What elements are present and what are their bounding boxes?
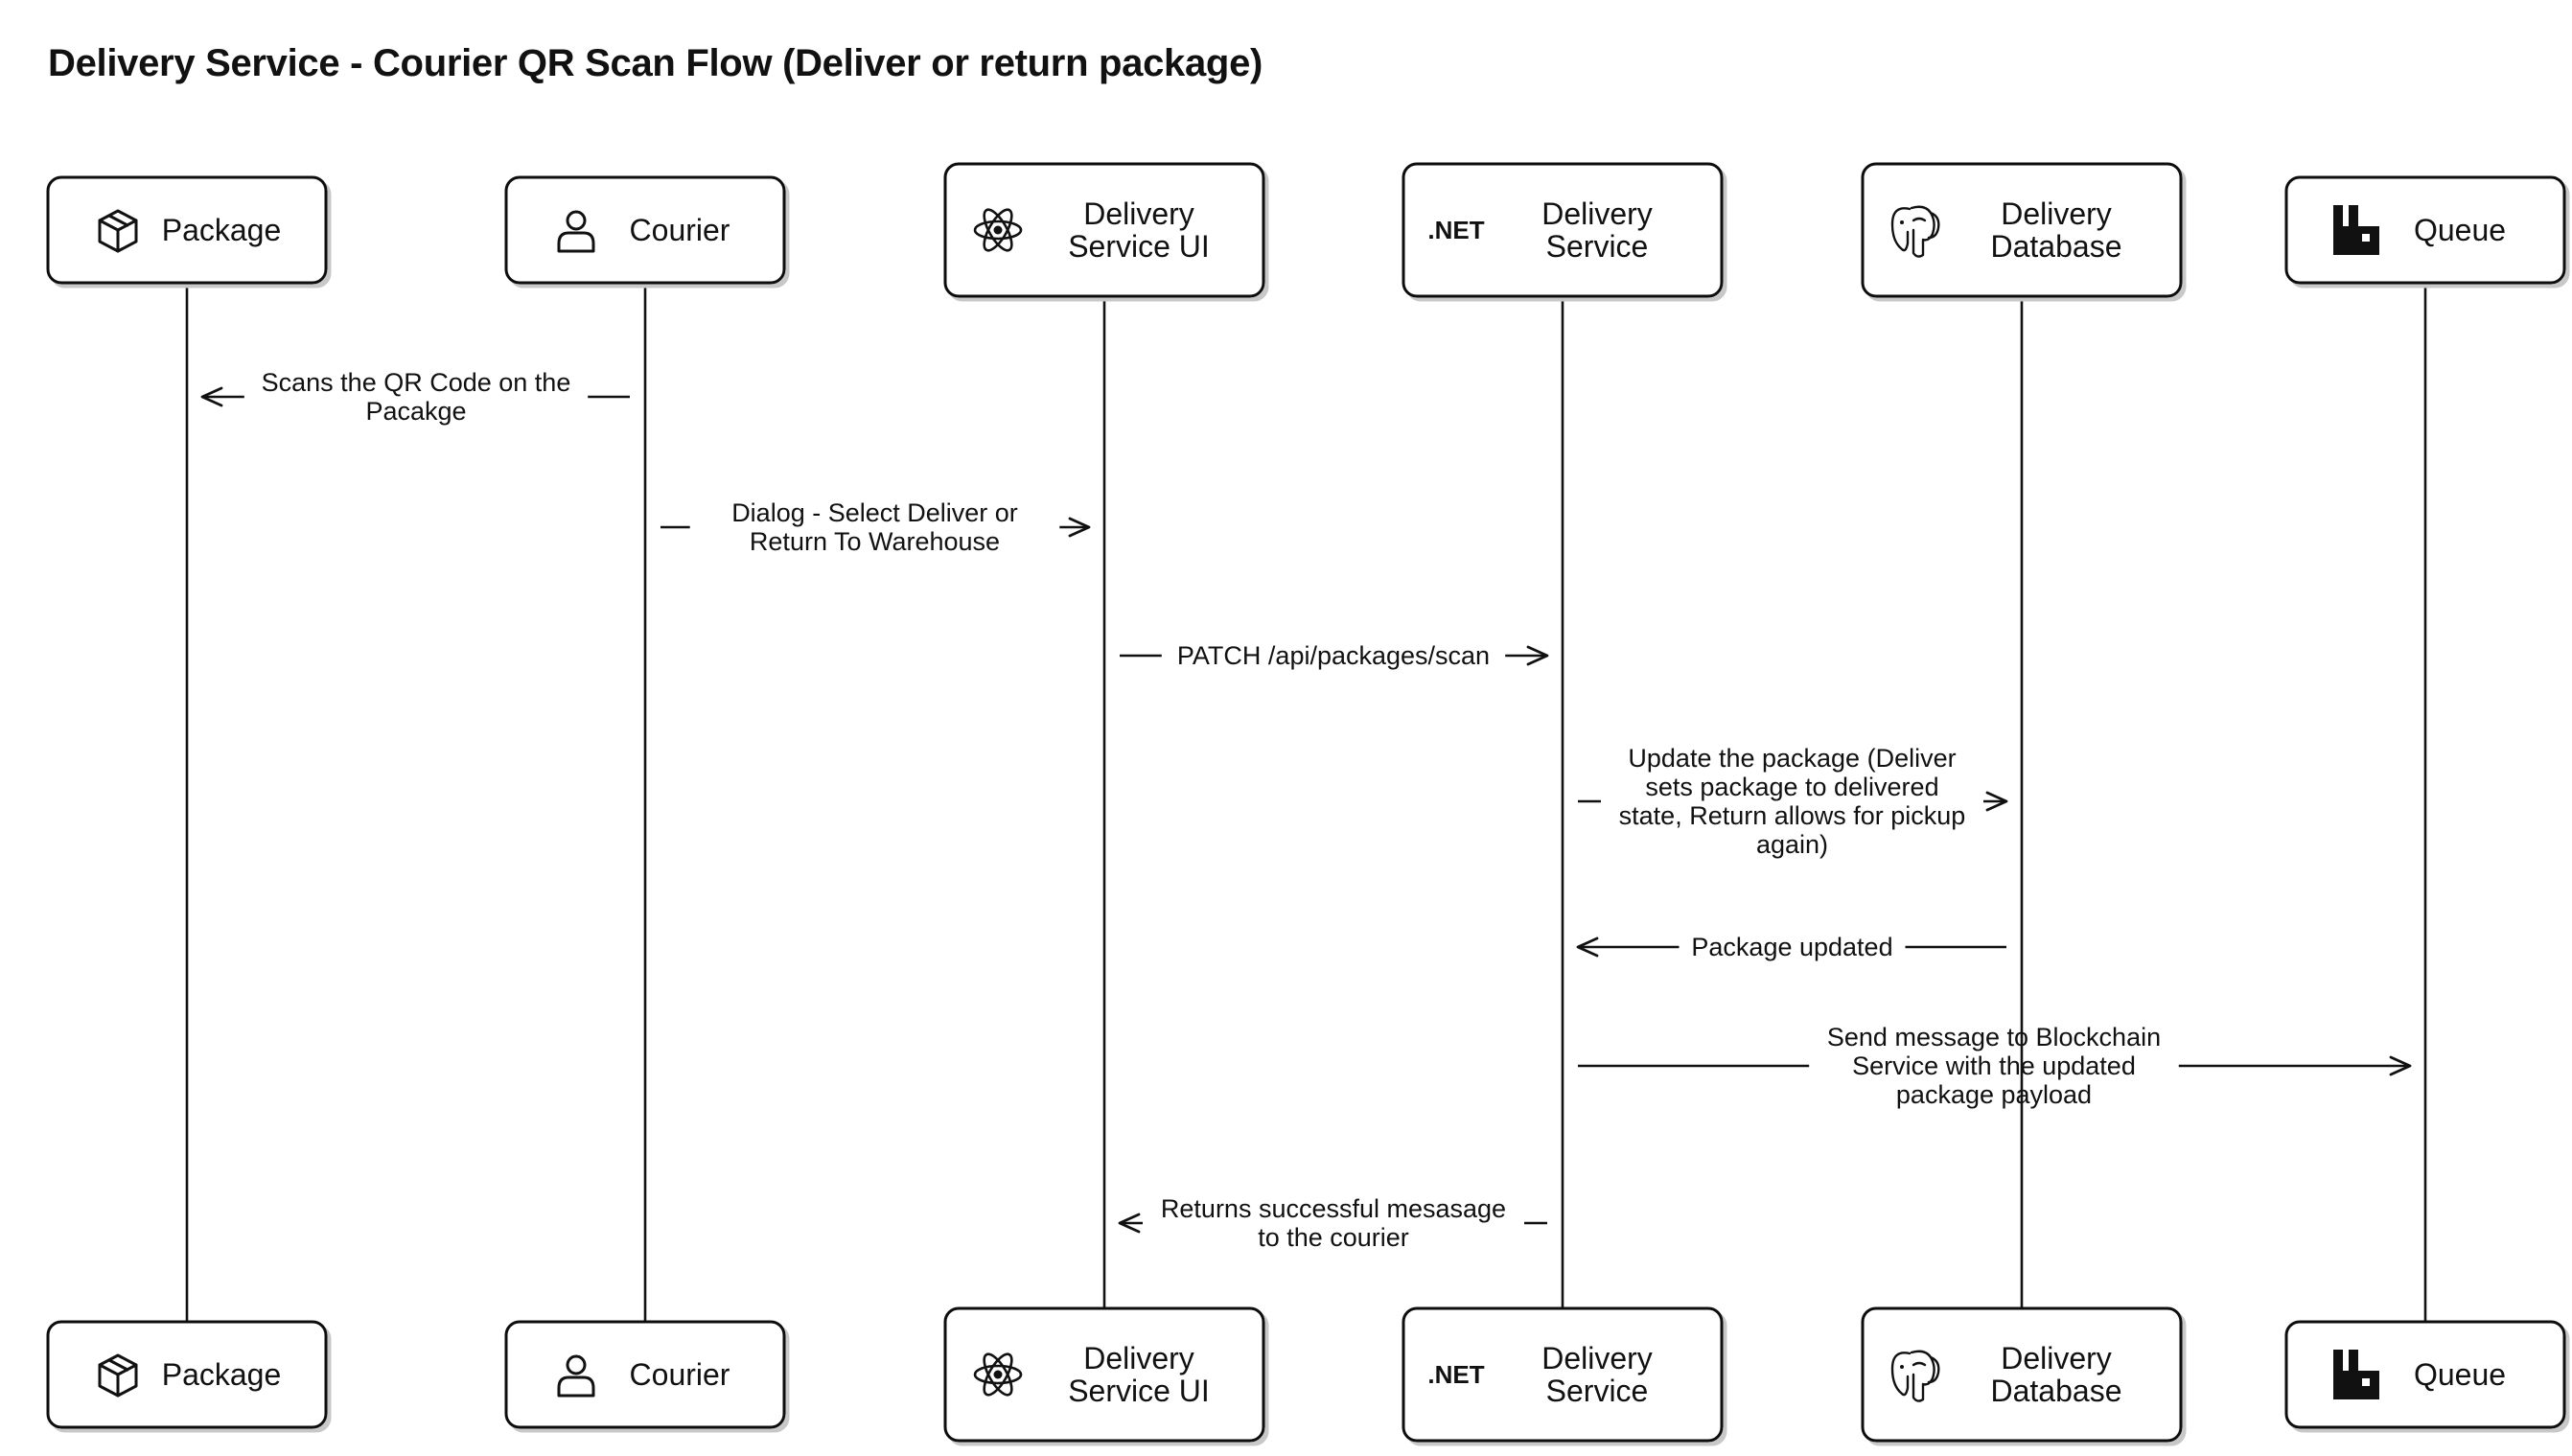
message-label: package payload (1896, 1080, 2092, 1109)
postgresql-icon (1890, 1350, 1940, 1402)
participant-label: Delivery (2001, 196, 2112, 231)
postgresql-icon (1890, 205, 1940, 258)
arrowhead (1576, 936, 1599, 958)
participant-top-package: Package (46, 175, 328, 285)
rabbitmq-icon (2333, 205, 2379, 255)
participant-label: Service (1546, 229, 1649, 264)
participant-bottom-package: Package (46, 1320, 328, 1429)
participant-label: Delivery (1083, 1341, 1194, 1375)
arrowhead (1118, 1213, 1141, 1234)
message-label: Send message to Blockchain (1827, 1023, 2161, 1052)
message-3: PATCH /api/packages/scan (1120, 641, 1549, 670)
participant-label: Queue (2414, 1357, 2506, 1392)
message-label: PATCH /api/packages/scan (1177, 641, 1490, 670)
participant-label: Service (1546, 1374, 1649, 1408)
svg-text:.NET: .NET (1427, 216, 1484, 244)
participant-label: Database (1991, 1374, 2122, 1408)
dotnet-icon: .NET (1427, 216, 1484, 244)
participant-label: Delivery (1541, 196, 1653, 231)
message-label: Scans the QR Code on the (262, 368, 571, 397)
arrowhead (200, 386, 223, 407)
participant-label: Courier (630, 1357, 730, 1392)
user-icon (557, 210, 595, 253)
react-icon (973, 208, 1023, 252)
package-icon (98, 209, 138, 253)
participant-label: Database (1991, 229, 2122, 264)
message-label: again) (1756, 830, 1828, 859)
svg-text:.NET: .NET (1427, 1360, 1484, 1389)
participant-label: Courier (630, 213, 730, 247)
message-label: state, Return allows for pickup (1619, 801, 1966, 830)
participant-label: Package (162, 1357, 282, 1392)
rabbitmq-icon (2333, 1350, 2379, 1399)
message-label: to the courier (1258, 1223, 1409, 1252)
message-label: Returns successful mesasage (1161, 1194, 1506, 1223)
dotnet-icon: .NET (1427, 1360, 1484, 1389)
participant-label: Service UI (1068, 229, 1210, 264)
participant-bottom-courier: Courier (504, 1320, 786, 1429)
arrowhead (1068, 517, 1091, 538)
diagram-title: Delivery Service - Courier QR Scan Flow … (48, 42, 1263, 84)
message-label: Package updated (1691, 933, 1892, 961)
message-label: Dialog - Select Deliver or (731, 498, 1018, 527)
participant-label: Delivery (1083, 196, 1194, 231)
participant-top-queue: Queue (2284, 175, 2566, 285)
message-label: Return To Warehouse (750, 527, 1000, 556)
message-label: Service with the updated (1852, 1052, 2136, 1080)
participant-label: Package (162, 213, 282, 247)
arrowhead (1985, 791, 2008, 812)
participant-label: Service UI (1068, 1374, 1210, 1408)
participant-label: Delivery (2001, 1341, 2112, 1375)
message-5: Package updated (1576, 933, 2006, 961)
participant-label: Queue (2414, 213, 2506, 247)
arrowhead (2389, 1055, 2412, 1076)
message-label: Update the package (Deliver (1628, 744, 1956, 773)
react-icon (973, 1352, 1023, 1397)
arrowhead (1526, 645, 1549, 666)
participant-label: Delivery (1541, 1341, 1653, 1375)
participant-top-courier: Courier (504, 175, 786, 285)
package-icon (98, 1353, 138, 1398)
user-icon (557, 1354, 595, 1398)
message-label: Pacakge (365, 397, 466, 426)
participant-bottom-queue: Queue (2284, 1320, 2566, 1429)
message-label: sets package to delivered (1645, 773, 1938, 801)
